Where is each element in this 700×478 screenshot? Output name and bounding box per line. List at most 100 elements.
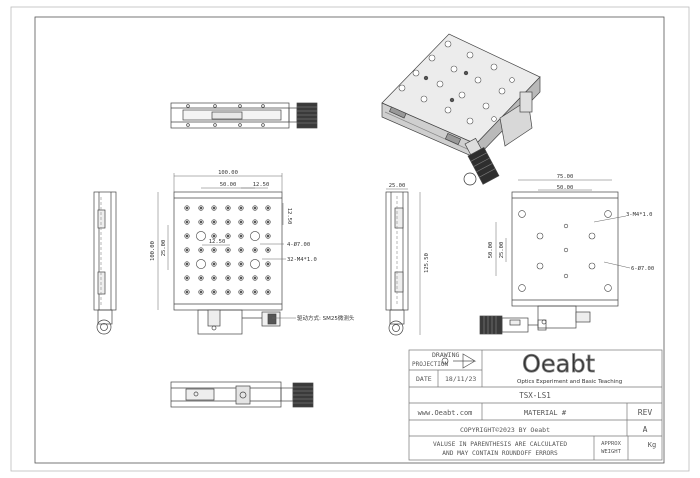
- hole-center: [253, 248, 257, 252]
- tapped-hole: [238, 275, 244, 281]
- hole-center: [266, 248, 270, 252]
- tapped-hole: [265, 275, 271, 281]
- hole-center: [226, 290, 230, 294]
- counterbore-hole: [196, 259, 206, 269]
- hole-center: [226, 234, 230, 238]
- micrometer-head-view: [479, 315, 547, 335]
- hole-center: [266, 276, 270, 280]
- tapped-hole: [238, 205, 244, 211]
- bottom-hole: [518, 284, 526, 292]
- bottom-hole: [536, 262, 544, 270]
- hole-center: [226, 248, 230, 252]
- bottom-hole: [604, 210, 612, 218]
- dim-height-100: 100.00: [150, 241, 156, 261]
- tapped-hole: [252, 205, 258, 211]
- hole-center: [199, 290, 203, 294]
- counterbore-hole: [250, 231, 260, 241]
- tapped-hole: [211, 205, 217, 211]
- dim-pitch-y: 12.50: [286, 208, 292, 225]
- dim-side-25: 25.00: [389, 183, 406, 189]
- hole-center: [266, 206, 270, 210]
- dim-span-50: 50.00: [220, 182, 237, 188]
- hole-center: [239, 234, 243, 238]
- tapped-hole: [184, 219, 190, 225]
- hole-center: [239, 206, 243, 210]
- tapped-hole: [184, 275, 190, 281]
- note-line-2: AND MAY CONTAIN ROUNDOFF ERRORS: [442, 450, 558, 457]
- copyright-text: COPYRIGHT©2023 BY Oeabt: [460, 426, 550, 434]
- hole-center: [199, 248, 203, 252]
- bottom-elevation-view: [170, 381, 314, 408]
- bottom-hole: [563, 247, 569, 253]
- side-view-dimensions: [386, 188, 421, 335]
- counterbore-hole: [196, 231, 206, 241]
- top-view-dimensions: [157, 173, 296, 319]
- hole-center: [185, 276, 189, 280]
- tapped-hole: [265, 247, 271, 253]
- tapped-hole: [238, 247, 244, 253]
- tapped-hole: [252, 219, 258, 225]
- bottom-hole: [536, 232, 544, 240]
- tapped-hole: [225, 289, 231, 295]
- rev-value: A: [643, 425, 648, 434]
- bottom-plan-view: [511, 191, 619, 329]
- top-plan-view: [173, 191, 283, 335]
- bottom-hole: [588, 232, 596, 240]
- bottom-hole: [588, 262, 596, 270]
- tapped-hole: [252, 247, 258, 253]
- dim-bottom-75: 75.00: [557, 174, 574, 180]
- hole-center: [185, 248, 189, 252]
- counterbore-hole: [250, 259, 260, 269]
- projection-label: PROJECTION: [412, 361, 449, 368]
- dim-pitch-x: 12.50: [253, 182, 270, 188]
- callout-6-d7: 6-Ø7.00: [631, 265, 654, 272]
- dim-bottom-50: 50.00: [557, 185, 574, 191]
- note-line-1: VALUSE IN PARENTHESIS ARE CALCULATED: [433, 441, 567, 448]
- hole-center: [226, 262, 230, 266]
- tapped-hole: [198, 247, 204, 253]
- hole-center: [239, 276, 243, 280]
- callout-3-m4: 3-M4*1.0: [626, 212, 653, 218]
- hole-center: [226, 206, 230, 210]
- hole-center: [266, 262, 270, 266]
- company-logo: Oeabt Optics Experiment and Basic Teachi…: [517, 350, 622, 385]
- tapped-hole: [184, 233, 190, 239]
- hole-center: [185, 262, 189, 266]
- left-side-view: [93, 191, 117, 335]
- callout-32-m4: 32-M4*1.0: [287, 257, 317, 263]
- hole-center: [226, 220, 230, 224]
- hole-center: [185, 290, 189, 294]
- weight-unit: Kg: [648, 441, 656, 449]
- tapped-hole: [211, 275, 217, 281]
- tapped-hole: [225, 247, 231, 253]
- drive-note: 驱动方式: SM25微测头: [297, 314, 355, 322]
- date-value: 18/11/23: [445, 375, 476, 383]
- logo-wordmark: Oeabt: [522, 350, 595, 378]
- hole-center: [253, 290, 257, 294]
- bottom-hole: [604, 284, 612, 292]
- hole-center: [239, 248, 243, 252]
- tapped-hole: [252, 275, 258, 281]
- hole-center: [266, 234, 270, 238]
- hole-center: [239, 290, 243, 294]
- hole-center: [185, 220, 189, 224]
- bottom-hole: [563, 223, 569, 229]
- tapped-hole: [198, 219, 204, 225]
- isometric-render: [381, 33, 541, 186]
- tapped-hole: [211, 247, 217, 253]
- bottom-view-dimensions: [495, 179, 631, 276]
- hole-center: [212, 206, 216, 210]
- date-label: DATE: [416, 375, 432, 383]
- tapped-hole: [211, 261, 217, 267]
- hole-center: [199, 276, 203, 280]
- tapped-hole: [225, 219, 231, 225]
- dim-half-25: 25.00: [161, 240, 167, 257]
- part-number: TSX-LS1: [519, 391, 551, 400]
- hole-center: [185, 234, 189, 238]
- hole-center: [266, 220, 270, 224]
- hole-center: [212, 276, 216, 280]
- hole-center: [253, 276, 257, 280]
- hole-center: [212, 248, 216, 252]
- callout-4-d7: 4-Ø7.00: [287, 241, 310, 248]
- tapped-hole: [184, 205, 190, 211]
